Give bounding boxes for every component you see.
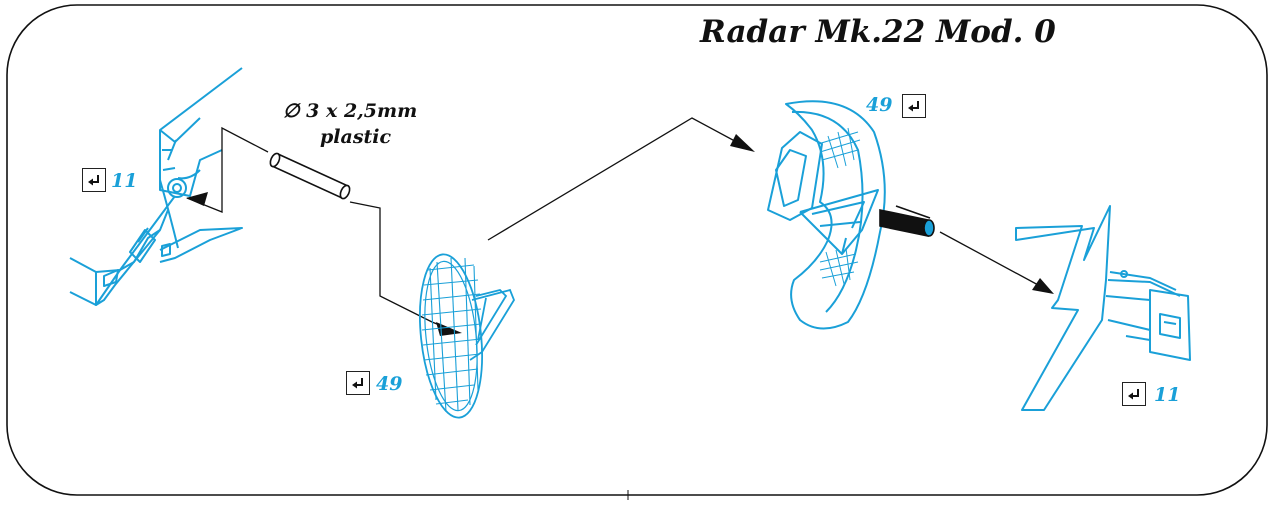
rod-material-label: plastic [320, 126, 392, 148]
bent-arrow-icon [346, 371, 370, 395]
ref-left-bracket: 11 [111, 170, 138, 192]
diagram-frame [6, 4, 1268, 496]
leader-axle-to-bracket [939, 231, 1054, 294]
rear-axle-rod [879, 205, 935, 237]
plastic-rod [269, 152, 351, 200]
left-mount-bracket [69, 67, 243, 306]
diagram-title: Radar Mk.22 Mod. 0 [700, 14, 1056, 50]
arrowhead-icon [436, 322, 462, 336]
leader-rod-to-dish [349, 201, 462, 336]
right-mount-bracket [1015, 205, 1191, 411]
arrowhead-icon [1032, 278, 1054, 294]
front-grid-dish [419, 253, 516, 419]
rod-dimension-label: ∅ 3 x 2,5mm [283, 100, 417, 122]
ref-right-bracket: 11 [1154, 384, 1181, 406]
ref-front-dish: 49 [376, 373, 403, 395]
bent-arrow-icon [902, 94, 926, 118]
rear-dish-assembly [767, 100, 886, 330]
arrowhead-icon [730, 134, 755, 152]
bent-arrow-icon [82, 168, 106, 192]
leader-dish-to-rear-dish [487, 117, 755, 241]
leader-bracket-to-rod [186, 126, 269, 213]
rod-dimension: ∅ 3 x 2,5mm [283, 100, 418, 122]
arrowhead-icon [186, 192, 208, 206]
ref-rear-dish: 49 [866, 94, 893, 116]
bent-arrow-icon [1122, 382, 1146, 406]
